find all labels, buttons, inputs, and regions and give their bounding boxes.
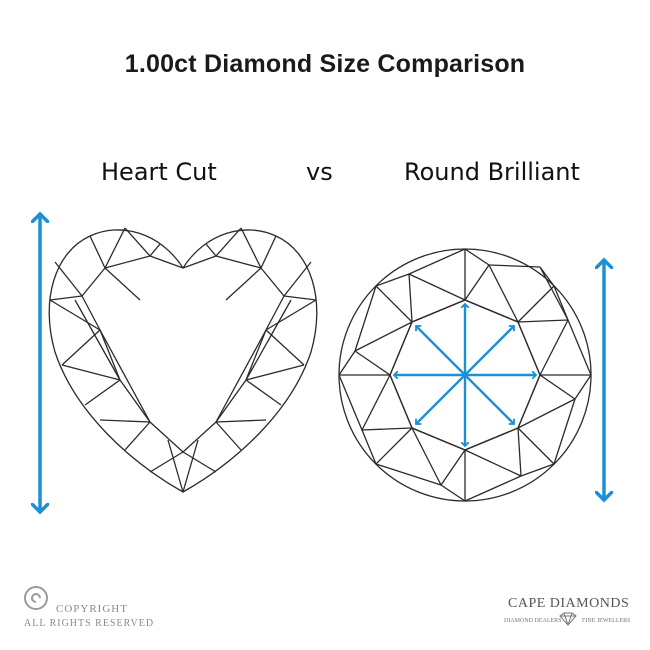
diamond-icon [559,612,577,626]
page-title: 1.00ct Diamond Size Comparison [124,50,526,78]
vs-label: vs [306,158,333,186]
round-diamond [338,248,592,502]
copyright-icon [24,586,48,610]
brand-logo: CAPE DIAMONDS DIAMOND DEALERS FINE JEWEL… [500,596,631,636]
copyright-notice: COPYRIGHT ALL RIGHTS RESERVED [22,584,162,630]
brand-tagline-left: DIAMOND DEALERS [504,618,562,624]
heart-table [81,255,285,453]
arrow-diagonal-2 [416,326,514,424]
copyright-text: COPYRIGHT [56,603,128,615]
rights-reserved-text: ALL RIGHTS RESERVED [24,618,155,629]
heart-cut-label: Heart Cut [101,158,217,186]
brand-tagline-right: FINE JEWELLERS [582,618,631,624]
round-brilliant-label: Round Brilliant [404,158,580,186]
heart-diamond [48,227,318,493]
round-table-arrows [394,304,536,446]
brand-name: CAPE DIAMONDS [508,596,630,611]
